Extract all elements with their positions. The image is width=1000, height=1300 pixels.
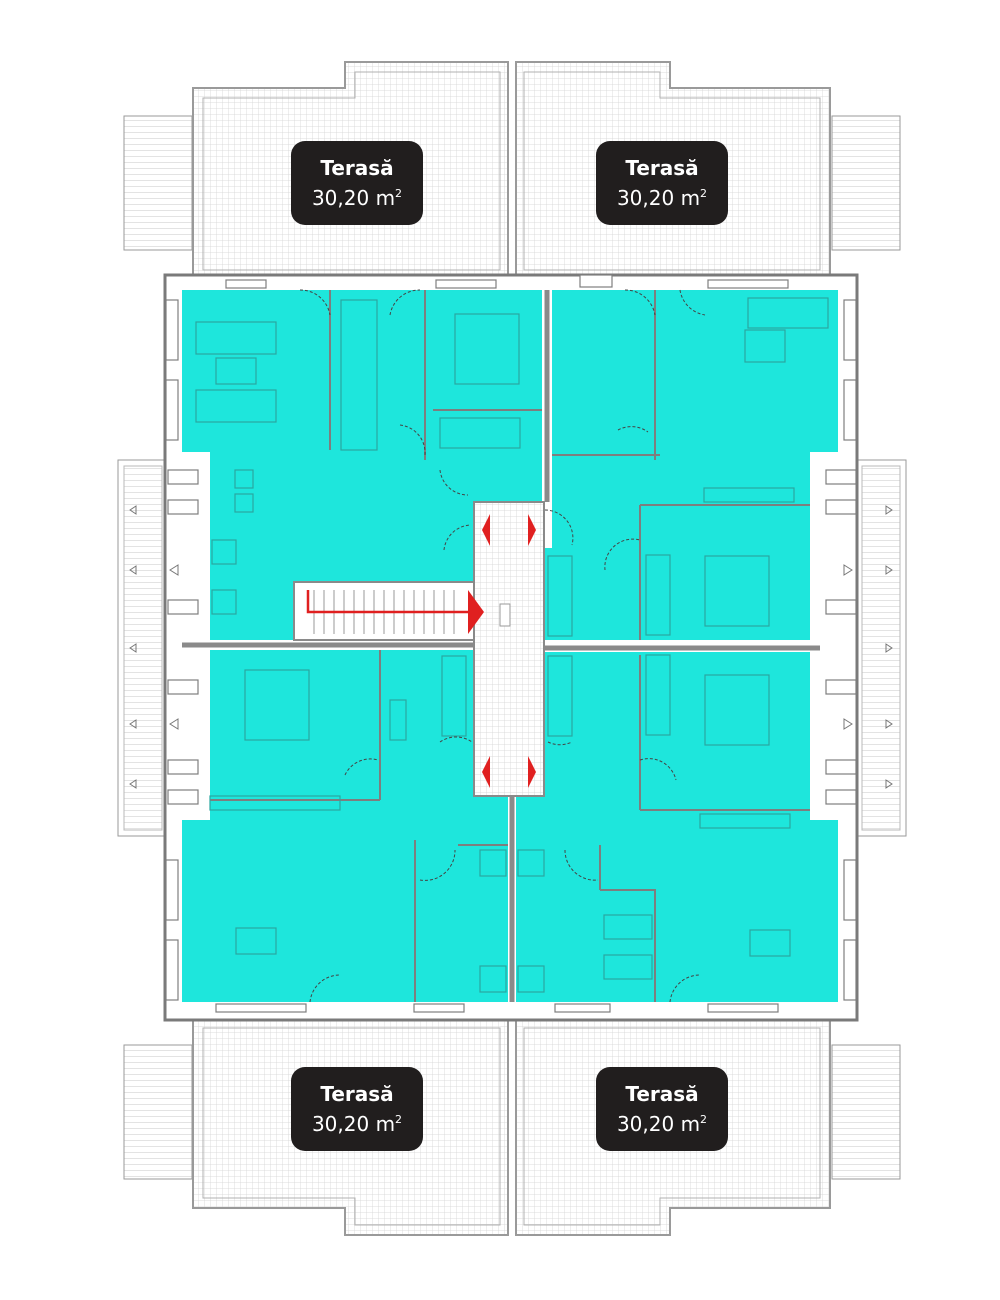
interior-walls — [182, 290, 820, 1002]
side-planters — [123, 115, 901, 1180]
terrace-label-top-left: Terasă 30,20 m2 — [291, 141, 423, 225]
apartment-bottom-right — [516, 652, 838, 1002]
room-partitions — [210, 290, 810, 1002]
apartments — [182, 290, 838, 1002]
apartment-top-left — [182, 290, 542, 640]
terrace-area: 30,20 m2 — [616, 186, 708, 210]
apartment-bottom-left — [182, 650, 508, 1002]
balcony-arrow-icons — [129, 505, 893, 789]
furniture — [195, 297, 829, 993]
apartment-top-right — [545, 290, 838, 640]
terrace-label-top-right: Terasă 30,20 m2 — [596, 141, 728, 225]
terrace-area: 30,20 m2 — [311, 186, 403, 210]
terrace-area: 30,20 m2 — [616, 1112, 708, 1136]
stair-arrow-icon — [306, 590, 484, 634]
windows — [165, 274, 857, 1013]
terrace-title: Terasă — [320, 1082, 394, 1106]
terrace-title: Terasă — [625, 156, 699, 180]
balcony-right — [855, 459, 907, 837]
stair-core — [293, 501, 545, 797]
terrace-label-bottom-left: Terasă 30,20 m2 — [291, 1067, 423, 1151]
balcony-left — [117, 459, 169, 837]
terrace-title: Terasă — [625, 1082, 699, 1106]
door-arrow-icons — [482, 514, 536, 788]
terrace-label-bottom-right: Terasă 30,20 m2 — [596, 1067, 728, 1151]
terrace-title: Terasă — [320, 156, 394, 180]
door-swings — [299, 289, 706, 1003]
terrace-area: 30,20 m2 — [311, 1112, 403, 1136]
